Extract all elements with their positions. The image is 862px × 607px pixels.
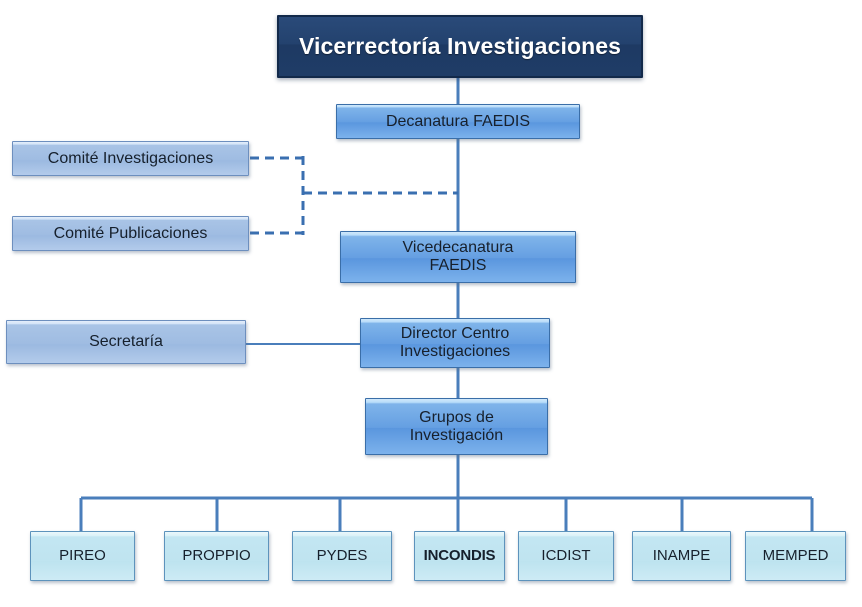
node-label: Secretaría bbox=[89, 333, 163, 351]
node-label: PROPPIO bbox=[182, 546, 251, 564]
node-group-proppio[interactable]: PROPPIO bbox=[164, 531, 269, 581]
node-vicedecanatura-faedis[interactable]: Vicedecanatura FAEDIS bbox=[340, 231, 576, 283]
node-label: PIREO bbox=[59, 546, 106, 564]
node-group-inampe[interactable]: INAMPE bbox=[632, 531, 731, 581]
node-label: Grupos de Investigación bbox=[409, 408, 504, 444]
node-label: Vicedecanatura FAEDIS bbox=[402, 239, 514, 274]
node-label: Comité Investigaciones bbox=[47, 149, 214, 167]
node-comite-publicaciones[interactable]: Comité Publicaciones bbox=[12, 216, 249, 251]
node-group-memped[interactable]: MEMPED bbox=[745, 531, 846, 581]
node-label: Comité Publicaciones bbox=[53, 224, 208, 242]
node-secretaria[interactable]: Secretaría bbox=[6, 320, 246, 364]
node-director-centro-investigaciones[interactable]: Director Centro Investigaciones bbox=[360, 318, 550, 368]
node-label: Decanatura FAEDIS bbox=[385, 112, 531, 130]
node-label: PYDES bbox=[316, 546, 368, 564]
node-comite-investigaciones[interactable]: Comité Investigaciones bbox=[12, 141, 249, 176]
node-label: Director Centro Investigaciones bbox=[399, 325, 511, 360]
node-group-icdist[interactable]: ICDIST bbox=[518, 531, 614, 581]
node-label: INCONDIS bbox=[423, 546, 496, 564]
node-group-incondis[interactable]: INCONDIS bbox=[414, 531, 505, 581]
node-label: INAMPE bbox=[652, 546, 711, 564]
node-label: Vicerrectoría Investigaciones bbox=[298, 32, 622, 59]
node-group-pireo[interactable]: PIREO bbox=[30, 531, 135, 581]
node-decanatura-faedis[interactable]: Decanatura FAEDIS bbox=[336, 104, 580, 139]
node-group-pydes[interactable]: PYDES bbox=[292, 531, 392, 581]
node-label: ICDIST bbox=[541, 546, 591, 564]
node-grupos-investigacion[interactable]: Grupos de Investigación bbox=[365, 398, 548, 455]
node-label: MEMPED bbox=[762, 546, 829, 564]
node-vicerrectoria-investigaciones[interactable]: Vicerrectoría Investigaciones bbox=[277, 15, 643, 78]
